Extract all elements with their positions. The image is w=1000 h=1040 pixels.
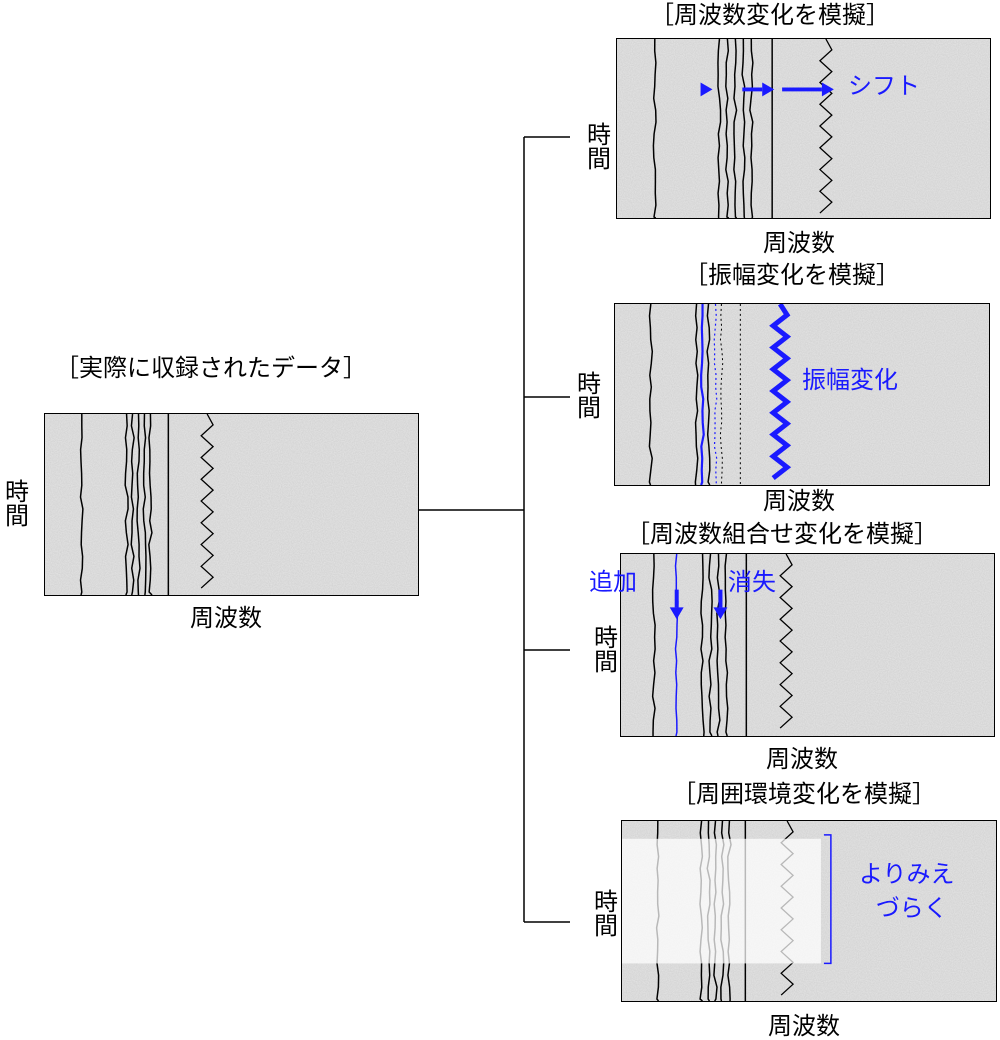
original-title: ［実際に収録されたデータ］ [55,354,367,382]
spectral-line-boosted [713,304,718,485]
spectral-line [130,414,135,595]
original-spectrogram [44,413,419,596]
spectral-line [716,554,721,736]
spectral-line [124,414,129,595]
zigzag-line [779,554,794,729]
add-arrow [669,589,684,620]
visibility-annotation-line2: づらく [875,893,948,922]
shift-annotation: シフト [848,72,920,100]
spectral-line [706,304,711,485]
spectral-line [725,39,730,218]
panel-frequency-shift-ylabel: 時間 [587,121,611,174]
panel-frequency-shift-spectrogram [616,38,991,219]
spectral-line-weakened [719,304,724,485]
panel-amplitude-xlabel: 周波数 [763,487,835,515]
spectral-line [741,39,746,218]
noise-texture [45,414,418,595]
shift-arrow-large [782,82,834,97]
panel-environment-title: ［周囲環境変化を模擬］ [672,780,936,808]
panel-amplitude-ylabel: 時間 [577,370,601,423]
spectral-line [749,39,754,218]
spectral-line [724,554,729,736]
panel-environment-spectrogram [621,820,997,1002]
panel-combination-spectrogram [620,553,995,737]
range-bracket [823,834,832,965]
shift-arrow-small [700,82,713,97]
spectral-line [148,414,153,595]
spectrogram-canvas [617,39,990,218]
spectral-line [142,414,147,595]
spectral-line [708,554,713,736]
add-annotation: 追加 [589,568,637,596]
panel-environment-xlabel: 周波数 [768,1012,840,1040]
panel-combination-ylabel: 時間 [594,624,618,677]
spectral-line [651,554,656,736]
shift-arrow-medium [742,82,775,97]
zigzag-line [200,414,215,589]
spectral-line [652,39,657,218]
spectral-line [733,39,738,218]
panel-combination-title: ［周波数組合せ変化を模擬］ [626,520,938,548]
spectral-line [79,414,84,595]
visibility-annotation-line1: よりみえ [859,860,955,888]
spectral-line [700,554,705,736]
panel-amplitude-title: ［振幅変化を模擬］ [684,261,900,289]
panel-amplitude-spectrogram [614,303,990,486]
panel-combination-xlabel: 周波数 [766,745,838,773]
panel-frequency-shift-xlabel: 周波数 [763,229,835,257]
original-ylabel: 時間 [5,478,29,531]
spectral-line-boosted [700,304,705,485]
spectral-line [717,39,722,218]
spectral-line [694,304,699,485]
spectrogram-canvas [622,821,996,1001]
noise-texture [615,304,989,485]
spectral-line-added [674,554,679,736]
zigzag-line-boosted [769,304,792,481]
zigzag-line [818,39,833,214]
panel-environment-ylabel: 時間 [594,888,618,941]
fog-overlay [622,838,821,964]
noise-texture [621,554,994,736]
spectral-line [136,414,141,595]
visibility-annotation: よりみえ づらく [859,858,955,925]
spectral-line [648,304,654,485]
spectrogram-canvas [621,554,994,736]
remove-arrow [713,589,728,620]
amplitude-annotation: 振幅変化 [802,366,898,394]
spectrogram-canvas [615,304,989,485]
noise-texture [617,39,990,218]
panel-frequency-shift-title: ［周波数変化を模擬］ [650,1,890,29]
original-xlabel: 周波数 [190,604,262,632]
spectrogram-canvas [45,414,418,595]
remove-annotation: 消失 [728,568,776,596]
